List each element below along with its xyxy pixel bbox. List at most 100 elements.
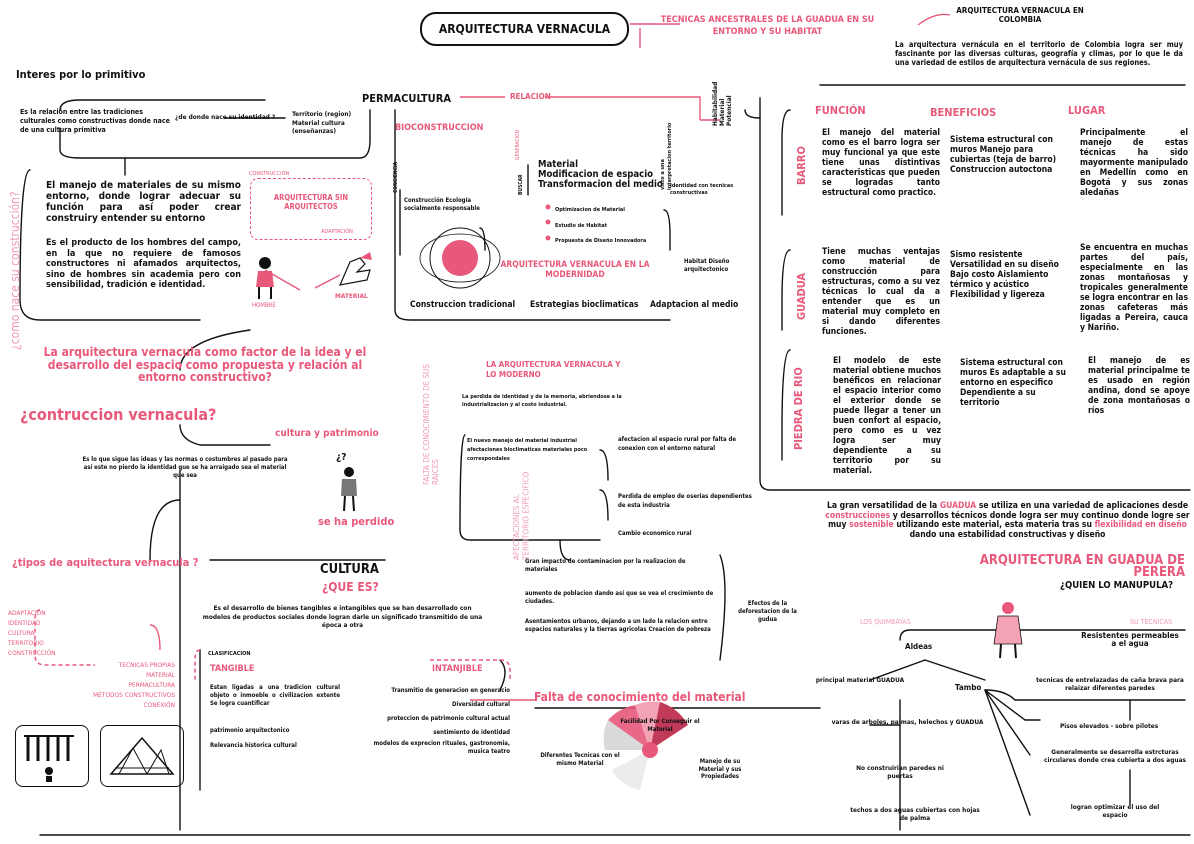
resistentes-label: Resistentes permeables a el agua — [1081, 631, 1179, 648]
tipos-right-list: TECNICAS PROPIAS MATERIAL PERMACULTURA M… — [55, 660, 175, 710]
primitivo-list: Territorio (region) Material cultura (en… — [292, 110, 352, 135]
habitabilidad-label: Habitabilidad Material Potencial — [711, 81, 733, 126]
adaptacion-label: ADAPTACIÓN — [321, 229, 353, 235]
main-title: ARQUITECTURA VERNACULA — [420, 12, 629, 46]
pisos-label: Pisos elevados - sobre pilotes — [1060, 722, 1159, 730]
piedra-lugar: El manejo de es material principalme te … — [1088, 356, 1190, 416]
cultura-que-es: ¿QUE ES? — [322, 580, 379, 594]
perma-opt2: Estudio de Habitat — [555, 222, 607, 229]
tipos-left-4: CONSTRUCCIÓN — [8, 649, 56, 657]
material-label: MATERIAL — [335, 292, 368, 300]
header-lugar: LUGAR — [1068, 104, 1106, 117]
moderno-afectacion: afectacion al espacio rural por falta de… — [618, 436, 737, 452]
falta-title: Falta de conocimiento del material — [534, 690, 746, 704]
tipo-icon-box-1 — [15, 725, 89, 787]
columns-icon — [24, 735, 74, 782]
piedra-funcion: El modelo de este material obtiene mucho… — [833, 356, 941, 476]
guadua-lugar: Se encuentra en muchas partes del país, … — [1080, 243, 1188, 333]
hand-material-icon — [335, 250, 375, 290]
vers-t2: se utiliza en una variedad de aplicacion… — [976, 501, 1189, 511]
vers-flexibilidad: flexibilidad en diseño — [1094, 520, 1187, 530]
falta-f1: Facilidad Por Conseguir el Material — [620, 718, 700, 733]
barro-funcion: El manejo del material como es el barro … — [822, 128, 940, 198]
permacultura-title: PERMACULTURA — [362, 92, 451, 105]
quimbaya-figure-icon — [988, 600, 1028, 660]
generacion-label: GENERACION — [515, 130, 521, 160]
perma-mat1: Material — [538, 159, 578, 170]
barro-beneficios: Sistema estructural con muros Manejo par… — [950, 135, 1057, 175]
tipos-right-0: TECNICAS PROPIAS — [118, 661, 175, 669]
conciencia-label: CONCIENCIA — [393, 161, 399, 193]
hut-icon — [109, 736, 175, 776]
tipos-left-3: TERRITORIO — [8, 639, 44, 647]
sin-arquitectos-box: CONSTRUCCIÓN ARQUITECTURA SIN ARQUITECTO… — [249, 171, 372, 240]
cultura-def: Es el desarrollo de bienes tangibles e i… — [202, 604, 483, 629]
subtitle: TECNICAS ANCESTRALES DE LA GUADUA EN SU … — [660, 15, 875, 37]
row-piedra-label: PIEDRA DE RIO — [792, 367, 805, 450]
relevancia-label: Relevancia historica cultural — [210, 742, 297, 749]
vers-guadua: GUADUA — [939, 501, 977, 511]
primitivo-p1: El manejo de materiales de su mismo ento… — [46, 180, 241, 224]
header-funcion: FUNCIÓN — [815, 104, 866, 117]
intangible-2: proteccion de patrimonio cultural actual — [387, 715, 510, 722]
tipos-left-list: ADAPTACIÓN IDENTIDAD CULTURA TERRITORIO … — [8, 608, 56, 658]
como-nace-side: ¿como nace su construcción? — [8, 191, 22, 350]
falta-f3: Manejo de su Material y sus Propiedades — [698, 758, 742, 780]
tambo-label: Tambo — [955, 683, 982, 692]
primitivo-p2: Es el producto de los hombres del campo,… — [46, 238, 241, 290]
relacion-label: RELACION — [510, 92, 551, 101]
perma-opt3: Propuesta de Diseño Innovadora — [555, 238, 647, 244]
moderno-aumento: aumento de poblacion dando así que se ve… — [525, 590, 714, 605]
intangible-1: Diversidad cultural — [452, 701, 510, 708]
primitivo-title: Interes por lo primitivo — [16, 68, 146, 81]
principal-material-label: principal material GUADUA — [815, 676, 905, 684]
hombre-label: HOMBRE — [252, 302, 276, 309]
habitat-label: Habitat Diseño arquitectonico — [684, 258, 730, 273]
header-beneficios: BENEFICIOS — [930, 106, 997, 119]
falta-raices-side: FALTA DE CONOCIMIENTO DE SUS RAICES — [422, 364, 440, 485]
vers-sostenible: sostenible — [849, 520, 894, 530]
moderno-impacto: Gran impacto de contaminacion por la rea… — [525, 558, 686, 573]
piedra-beneficios: Sistema estructural con muros Es adaptab… — [960, 358, 1066, 408]
pereira-question: ¿QUIEN LO MANUPULA? — [1060, 580, 1174, 591]
buscar-label: BUSCAR — [518, 174, 524, 195]
tipos-left-2: CULTURA — [8, 629, 35, 637]
falta-f2: Diferentes Tecnicas con el mismo Materia… — [540, 752, 620, 767]
colombia-title: ARQUITECTURA VERNACULA EN COLOMBIA — [956, 6, 1084, 24]
clasificacion-label: CLASIFICACION — [208, 651, 251, 657]
moderno-p2: El nuevo manejo del material industrial … — [467, 438, 588, 462]
moderno-efectos: Efectos de la deforestacion de la gudua — [738, 600, 797, 623]
bio-list: Construcción Ecología socialmente respon… — [404, 197, 480, 212]
guadua-beneficios: Sismo resistente Versatilidad en su dise… — [950, 250, 1059, 300]
quimbayas-label: LOS QUIMBAYAS — [860, 618, 911, 626]
cultura-title: CULTURA — [320, 562, 379, 577]
cultura-patrimonio-label: cultura y patrimonio — [275, 428, 379, 439]
intangible-4: modelos de exprecion rituales, gastronom… — [373, 740, 510, 755]
tipos-right-4: CONEXIÓN — [143, 701, 175, 709]
tipos-right-3: MÉTODOS CONSTRUCTIVOS — [93, 691, 175, 699]
moderno-asentamientos: Asentamientos urbanos, dejando a un lado… — [525, 618, 711, 633]
row-barro-label: BARRO — [795, 146, 808, 185]
bottom-construccion-tradicional: Construccion tradicional — [410, 300, 516, 310]
perma-opt1: Optimizacion de Material — [555, 207, 625, 213]
aldeas-label: Aldeas — [905, 642, 933, 651]
moderno-p1: La perdida de identidad y de la memoria,… — [462, 394, 622, 408]
vision-label: visto a una interpretacion territorio — [660, 122, 673, 190]
perma-mat3: Transformacion del medio — [538, 179, 663, 190]
su-tecnicas-label: SU TECNICAS — [1130, 618, 1173, 626]
entrelazadas-label: tecnicas de entrelazadas de caña brava p… — [1036, 676, 1184, 692]
perma-opt-list: Optimizacion de Material Estudio de Habi… — [555, 203, 646, 250]
hombre-figure-icon — [250, 255, 280, 300]
vernacula-q: ¿? — [336, 452, 347, 463]
tipos-left-0: ADAPTACIÓN — [8, 609, 46, 617]
afectaciones-side: AFECTACIONES AL TERRITORIO ESPECIFICO — [512, 471, 531, 560]
sin-arquitectos-label: ARQUITECTURA SIN ARQUITECTOS — [273, 193, 349, 211]
perma-mat2: Modificacion de espacio — [538, 169, 654, 180]
vers-t5: dando una estabilidad constructivas y di… — [909, 529, 1106, 540]
moderno-title: LA ARQUITECTURA VERNACULA Y LO MODERNO — [486, 360, 621, 379]
tangible-text: Estan ligadas a una tradicion cultural o… — [210, 684, 340, 707]
bottom-adaptacion: Adaptacion al medio — [650, 300, 739, 310]
moderno-perdida: Perdida de empleo de oserias dependiente… — [618, 493, 752, 509]
varas-label: varas de arboles, palmas, helechos y GUA… — [831, 718, 984, 726]
